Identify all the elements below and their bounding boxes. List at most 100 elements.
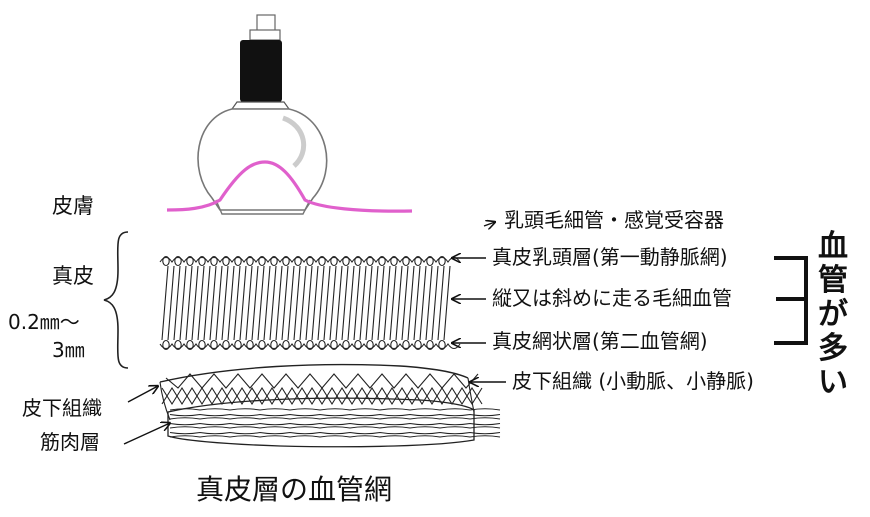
capillary-strand — [269, 265, 277, 341]
papillary-loops — [159, 256, 461, 263]
capillary-strand — [173, 265, 181, 341]
capillary-strand — [281, 265, 289, 341]
cup-glass-bulb — [197, 108, 328, 211]
arrow-papillary-caps — [483, 222, 495, 226]
label-papillary-caps: 乳頭毛細管・感覚受容器 — [504, 208, 724, 232]
cup-glass-highlight — [281, 115, 307, 168]
arrow-subcut-left — [127, 386, 158, 403]
papilla-loop — [234, 255, 242, 267]
reticular-loops — [159, 343, 461, 350]
capillary-lattice — [159, 255, 461, 351]
papilla-loop — [378, 255, 386, 267]
muscle-fiber — [169, 417, 501, 420]
capillary-strand — [401, 265, 409, 341]
reticular-loop — [162, 339, 170, 351]
suction-cup-device — [197, 14, 328, 215]
cup-neck — [230, 101, 291, 110]
papilla-loop — [390, 255, 398, 267]
vessels-bracket — [774, 256, 808, 345]
papilla-loop — [258, 255, 266, 267]
capillary-strand — [377, 265, 385, 341]
papilla-loop — [426, 255, 434, 267]
muscle-fiber — [169, 413, 501, 417]
capillary-strand — [347, 265, 355, 341]
capillary-strand — [191, 265, 199, 341]
label-subcutaneous-right: 皮下組織 (小動脈、小静脈) — [512, 369, 754, 393]
capillary-strand — [257, 265, 265, 341]
papilla-loop — [366, 255, 374, 267]
subcut-zigzag-c — [165, 373, 479, 389]
papilla-loop — [354, 255, 362, 267]
papilla-loop — [210, 255, 218, 267]
muscle-fiber — [169, 426, 501, 429]
capillary-strand — [239, 265, 247, 341]
reticular-loop — [234, 339, 242, 351]
capillary-strand — [311, 265, 319, 341]
papilla-loop — [282, 255, 290, 267]
muscle-fiber — [169, 435, 501, 438]
cup-nozzle-ring — [249, 29, 281, 41]
capillary-strand — [407, 265, 415, 341]
label-thickness-bottom: 3㎜ — [52, 338, 85, 362]
reticular-loop — [174, 339, 182, 351]
capillary-strand — [323, 265, 331, 341]
papilla-loop — [306, 255, 314, 267]
reticular-loop — [210, 339, 218, 351]
reticular-loop — [426, 339, 434, 351]
capillary-strand — [443, 265, 451, 341]
capillary-strand — [359, 265, 367, 341]
reticular-loop — [414, 339, 422, 351]
capillary-strand — [431, 265, 439, 341]
reticular-loop — [186, 339, 194, 351]
vessels-many-char-1: 血 — [818, 229, 848, 264]
reticular-loop — [330, 339, 338, 351]
papilla-loop — [246, 255, 254, 267]
reticular-loop — [198, 339, 206, 351]
label-muscle: 筋肉層 — [40, 430, 100, 454]
capillary-strand — [383, 265, 391, 341]
label-reticular-layer: 真皮網状層(第二血管網) — [492, 329, 708, 353]
vessels-many-char-3: が — [818, 297, 848, 332]
capillary-strand — [233, 265, 241, 341]
reticular-loop — [222, 339, 230, 351]
capillary-strand — [329, 265, 337, 341]
capillary-strand — [221, 265, 229, 341]
cup-rim — [215, 199, 311, 215]
label-subcutaneous-left: 皮下組織 — [22, 396, 102, 420]
subcutaneous-network — [159, 363, 483, 421]
muscle-fiber — [169, 408, 501, 411]
muscle-layer — [167, 397, 501, 448]
capillary-strand — [413, 265, 421, 341]
capillary-strand — [335, 265, 343, 341]
reticular-loop — [378, 339, 386, 351]
label-papillary-layer: 真皮乳頭層(第一動静脈網) — [492, 245, 728, 269]
capillary-strand — [371, 265, 379, 341]
capillary-strand — [299, 265, 307, 341]
capillary-strand — [197, 265, 205, 341]
vessels-many-char-2: 管 — [818, 263, 848, 298]
papilla-loop — [402, 255, 410, 267]
papilla-loop — [342, 255, 350, 267]
capillary-strand — [227, 265, 235, 341]
papilla-loop — [414, 255, 422, 267]
label-vertical-caps: 縦又は斜めに走る毛細血管 — [492, 286, 732, 310]
vessels-many-char-4: 多 — [818, 331, 848, 366]
capillary-strand — [437, 265, 445, 341]
papilla-loop — [318, 255, 326, 267]
papilla-loop — [222, 255, 230, 267]
papilla-loop — [162, 255, 170, 267]
reticular-loop — [246, 339, 254, 351]
reticular-loop — [282, 339, 290, 351]
reticular-loop — [258, 339, 266, 351]
label-dermis: 真皮 — [52, 264, 94, 288]
capillary-strand — [293, 265, 301, 341]
muscle-fiber — [169, 431, 501, 435]
reticular-loop — [306, 339, 314, 351]
capillary-strand — [353, 265, 361, 341]
reticular-loop — [354, 339, 362, 351]
capillary-strand — [185, 265, 193, 341]
vessels-many-char-5: い — [818, 365, 848, 400]
capillary-strand — [203, 265, 211, 341]
capillary-strand — [395, 265, 403, 341]
